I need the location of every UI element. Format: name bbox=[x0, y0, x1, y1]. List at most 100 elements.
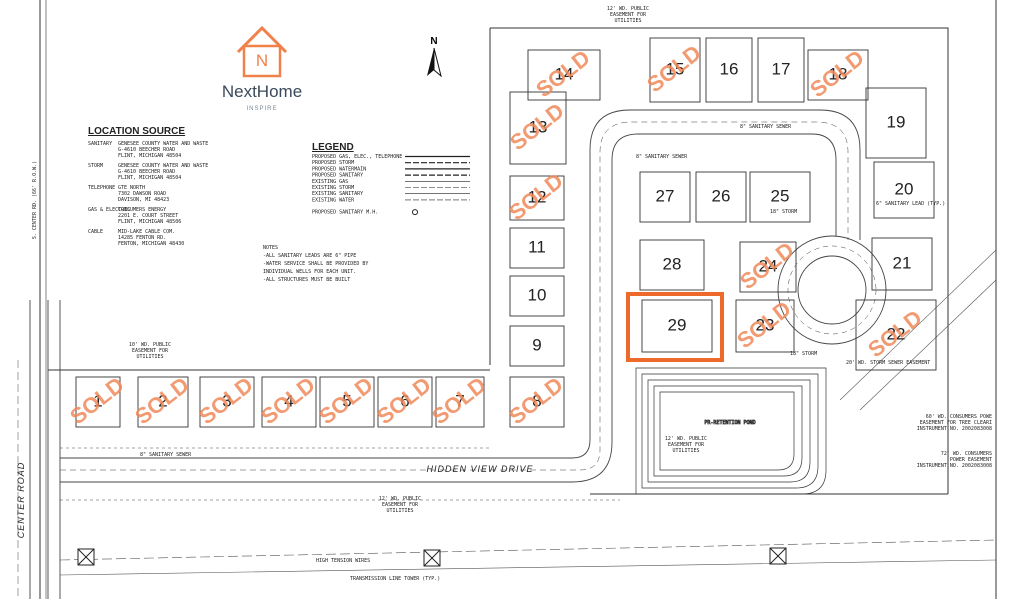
location-source-title: LOCATION SOURCE bbox=[88, 126, 185, 137]
pond-label: PR-RETENTION POND bbox=[704, 420, 755, 426]
north-label: N bbox=[430, 36, 437, 47]
lot-16[interactable]: 16 bbox=[705, 37, 753, 103]
brand-logo-letter: N bbox=[256, 51, 268, 70]
lot-9[interactable]: 9 bbox=[509, 325, 565, 367]
storm-sewer-easement-note: 20' WD. STORM SEWER EASEMENT bbox=[846, 360, 930, 366]
mid-easement-note: EASEMENT FOR bbox=[668, 442, 705, 448]
location-source-label: STORM bbox=[88, 163, 103, 169]
lot-outline bbox=[705, 37, 753, 103]
power-easement-lines bbox=[59, 249, 997, 576]
lot-number: 15 bbox=[666, 59, 685, 78]
lot-27[interactable]: 27 bbox=[639, 171, 691, 223]
site-boundary bbox=[48, 27, 949, 495]
lot-number: 13 bbox=[529, 117, 548, 136]
sold-stamp: SOLD bbox=[505, 98, 569, 155]
lot-29[interactable]: 29 bbox=[626, 292, 724, 362]
location-source-line: GENESEE COUNTY WATER AND WASTE bbox=[118, 141, 208, 147]
retention-pond: PR-RETENTION POND bbox=[635, 367, 827, 495]
brand-name: NextHome bbox=[222, 82, 302, 101]
location-source-line: G-4610 BEECHER ROAD bbox=[118, 147, 175, 153]
lot-outline bbox=[377, 376, 433, 428]
lot-25[interactable]: 25 bbox=[749, 171, 811, 223]
location-source-line: FENTON, MICHIGAN 48430 bbox=[118, 241, 184, 247]
lot-28[interactable]: 28 bbox=[639, 239, 705, 291]
bottom-easement-note: 12' WD. PUBLIC bbox=[379, 496, 421, 502]
sanitary-lead-note: 6" SANITARY LEAD (TYP.) bbox=[876, 201, 945, 207]
mid-easement-note: 12' WD. PUBLIC bbox=[665, 436, 707, 442]
lot-number: 2 bbox=[158, 391, 167, 410]
lot-outline bbox=[509, 175, 565, 221]
location-source-line: MID-LAKE CABLE COM. bbox=[118, 229, 175, 235]
lot-outline bbox=[871, 237, 933, 291]
lot-number: 4 bbox=[284, 391, 293, 410]
lot-number: 11 bbox=[528, 237, 546, 256]
location-source-line: 14285 FENTON RD. bbox=[118, 235, 166, 241]
lot-outline bbox=[739, 241, 797, 293]
lot-outline bbox=[509, 275, 565, 317]
location-source-label: GAS & ELECTRIC bbox=[88, 207, 130, 213]
lot-number: 5 bbox=[342, 391, 351, 410]
lot-number: 8 bbox=[532, 391, 541, 410]
drawing-frame bbox=[39, 0, 997, 599]
location-source-line: GTE NORTH bbox=[118, 185, 145, 191]
top-easement-note: EASEMENT FOR bbox=[610, 12, 647, 18]
lot-outline bbox=[649, 37, 701, 103]
bottom-easement-note: UTILITIES bbox=[386, 508, 413, 514]
consumers-power-note: POWER EASEMENT bbox=[950, 457, 992, 463]
legend-item: PROPOSED SANITARY M.H. bbox=[312, 210, 378, 216]
lot-10[interactable]: 10 bbox=[509, 275, 565, 317]
storm-note: 18" STORM bbox=[790, 351, 817, 357]
notes-line: -ALL STRUCTURES MUST BE BUILT bbox=[263, 277, 350, 283]
legend-item: EXISTING SANITARY bbox=[312, 191, 363, 197]
sold-stamp: SOLD bbox=[863, 305, 927, 362]
lot-number: 9 bbox=[532, 335, 541, 354]
lot-number: 28 bbox=[663, 254, 682, 273]
lot-outline bbox=[873, 161, 935, 219]
lot-20[interactable]: 20 bbox=[873, 161, 935, 219]
lot-outline bbox=[749, 171, 811, 223]
bottom-easement-note: EASEMENT FOR bbox=[382, 502, 419, 508]
lot-outline bbox=[639, 239, 705, 291]
lot-19[interactable]: 19 bbox=[865, 87, 927, 159]
lot-outline bbox=[855, 299, 937, 371]
legend-item: EXISTING STORM bbox=[312, 185, 354, 191]
highlighted-lot-frame bbox=[626, 292, 724, 362]
lot-number: 20 bbox=[895, 179, 914, 198]
lot-26[interactable]: 26 bbox=[695, 171, 747, 223]
consumers-easement-note: EASEMENT FOR TREE CLEARI bbox=[920, 420, 992, 426]
lot-number: 7 bbox=[455, 391, 464, 410]
lot-outline bbox=[509, 325, 565, 367]
lot-outline bbox=[261, 376, 317, 428]
lot-21[interactable]: 21 bbox=[871, 237, 933, 291]
lot-outline bbox=[695, 171, 747, 223]
lot-outline bbox=[509, 227, 565, 269]
lot-11[interactable]: 11 bbox=[509, 227, 565, 269]
center-road-label: CENTER ROAD bbox=[16, 462, 26, 539]
location-source-label: CABLE bbox=[88, 229, 103, 235]
tower-icon bbox=[77, 547, 787, 567]
location-source-line: FLINT, MICHIGAN 48504 bbox=[118, 153, 181, 159]
notes-line: INDIVIDUAL WELLS FOR EACH UNIT. bbox=[263, 269, 356, 275]
manhole-icon bbox=[412, 209, 418, 216]
lot-outline bbox=[527, 49, 601, 101]
lot-17[interactable]: 17 bbox=[757, 37, 805, 103]
legend-item: PROPOSED STORM bbox=[312, 160, 354, 166]
location-source-line: 2201 E. COURT STREET bbox=[118, 213, 178, 219]
